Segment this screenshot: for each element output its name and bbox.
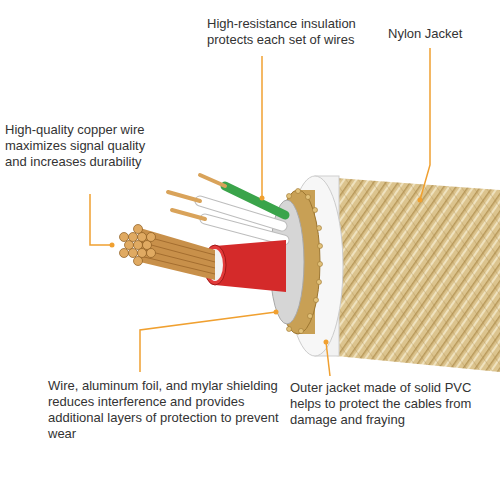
callout-label: High-quality copper wire maximizes signa… (5, 122, 155, 170)
callout-label: Outer jacket made of solid PVC helps to … (290, 380, 490, 428)
callout-label: Nylon Jacket (388, 26, 488, 42)
signal-wires (168, 175, 285, 240)
callout-label: Wire, aluminum foil, and mylar shielding… (48, 378, 283, 442)
power-wire (120, 225, 287, 293)
nylon-jacket (336, 178, 500, 372)
leader-dots (110, 196, 423, 345)
leader-lines (90, 48, 430, 376)
callout-label: High-resistance insulation protects each… (207, 16, 392, 48)
